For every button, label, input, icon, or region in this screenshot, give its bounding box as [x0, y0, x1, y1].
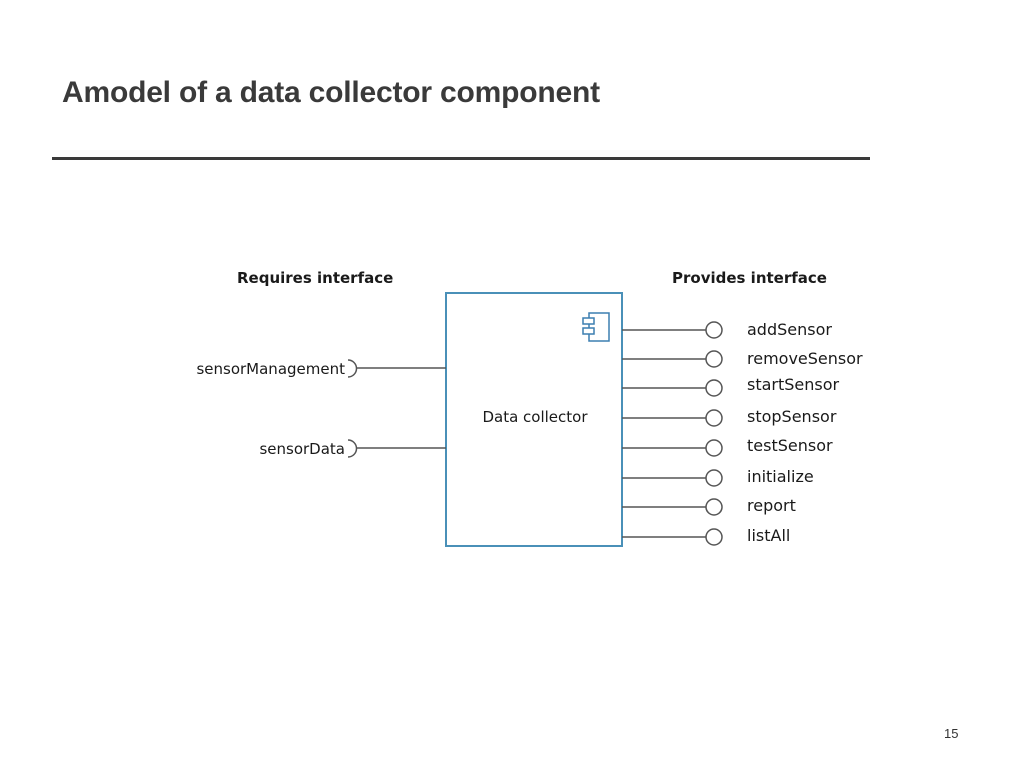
provided-interface-start-sensor: startSensor — [622, 375, 840, 397]
provided-interface-label: stopSensor — [747, 407, 837, 426]
provides-interface-heading: Provides interface — [672, 269, 827, 287]
provided-interface-label: listAll — [747, 526, 790, 545]
slide-title: Amodel of a data collector component — [62, 76, 600, 109]
provided-interface-add-sensor: addSensor — [622, 320, 832, 339]
required-interface-sensor-management: sensorManagement — [196, 359, 446, 378]
lollipop-icon — [705, 321, 723, 339]
provided-interface-remove-sensor: removeSensor — [622, 349, 863, 368]
provided-interface-stop-sensor: stopSensor — [622, 407, 837, 427]
provided-interface-test-sensor: testSensor — [622, 436, 833, 457]
component-icon — [582, 312, 610, 342]
provided-interface-list-all: listAll — [622, 526, 790, 546]
required-interface-label: sensorManagement — [196, 360, 345, 378]
lollipop-icon — [705, 409, 723, 427]
socket-icon — [347, 439, 358, 458]
provided-interface-report: report — [622, 496, 796, 516]
provided-interface-initialize: initialize — [622, 467, 814, 487]
socket-icon — [347, 359, 358, 378]
title-divider — [52, 157, 870, 160]
lollipop-icon — [705, 498, 723, 516]
lollipop-icon — [705, 469, 723, 487]
provided-interface-label: testSensor — [747, 436, 833, 455]
provided-interface-label: startSensor — [747, 375, 840, 394]
page-number: 15 — [944, 726, 959, 741]
required-interface-label: sensorData — [259, 440, 345, 458]
required-interface-sensor-data: sensorData — [259, 439, 446, 458]
provided-interface-label: addSensor — [747, 320, 832, 339]
lollipop-icon — [705, 528, 723, 546]
component-label: Data collector — [482, 408, 588, 426]
lollipop-icon — [705, 439, 723, 457]
provided-interface-label: removeSensor — [747, 349, 863, 368]
provided-interface-label: report — [747, 496, 796, 515]
requires-interface-heading: Requires interface — [237, 269, 393, 287]
lollipop-icon — [705, 350, 723, 368]
lollipop-icon — [705, 379, 723, 397]
provided-interface-label: initialize — [747, 467, 814, 486]
